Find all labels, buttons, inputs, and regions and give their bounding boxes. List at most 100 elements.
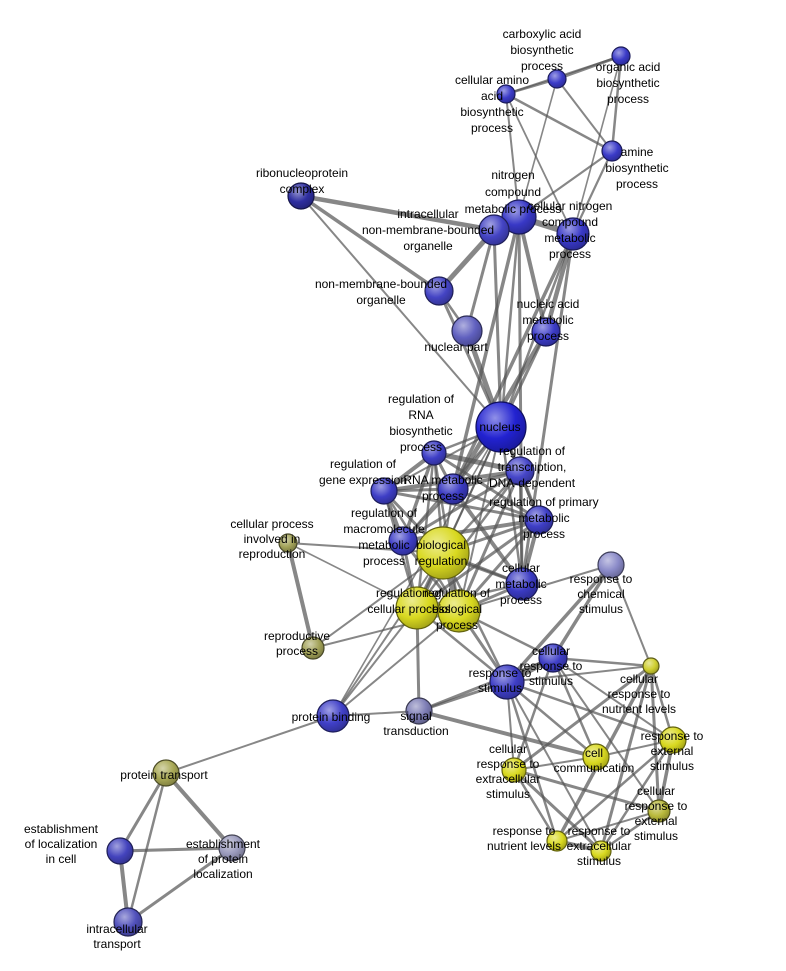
node-biological_regulation[interactable] bbox=[416, 526, 470, 580]
node-cell_communication[interactable] bbox=[582, 743, 610, 771]
node-cellular_response_to_extracellular_stimulus[interactable] bbox=[501, 757, 527, 783]
graph-edge bbox=[610, 564, 652, 667]
graph-edge bbox=[551, 656, 598, 759]
graph-edge bbox=[517, 149, 614, 219]
label-nucleus: nucleus bbox=[479, 420, 520, 434]
graph-edge bbox=[118, 771, 168, 853]
graph-edge bbox=[431, 450, 523, 474]
graph-edge bbox=[555, 738, 675, 843]
graph-edge bbox=[499, 425, 524, 586]
node-protein_binding[interactable] bbox=[316, 699, 350, 733]
node-nucleus[interactable] bbox=[475, 401, 527, 453]
graph-edge bbox=[451, 215, 521, 491]
graph-edge bbox=[505, 680, 598, 759]
node-cellular_metabolic_process[interactable] bbox=[505, 567, 539, 601]
node-regulation_of_primary_metabolic_process[interactable] bbox=[524, 505, 554, 535]
graph-edge bbox=[504, 92, 614, 153]
graph-edge bbox=[506, 665, 652, 683]
node-layer bbox=[106, 46, 687, 937]
graph-edge bbox=[118, 846, 234, 853]
node-regulation_of_transcription_dna_dependent[interactable] bbox=[505, 456, 535, 486]
node-intracellular_non_membrane_bounded_organelle[interactable] bbox=[478, 214, 510, 246]
graph-edge bbox=[451, 232, 575, 491]
graph-edge bbox=[649, 664, 661, 813]
graph-edge bbox=[505, 93, 574, 235]
label-protein_binding: protein binding bbox=[292, 710, 371, 724]
graph-edge bbox=[610, 54, 623, 153]
node-response_to_chemical_stimulus[interactable] bbox=[597, 551, 625, 579]
graph-edge bbox=[512, 768, 559, 843]
node-protein_transport[interactable] bbox=[152, 759, 180, 787]
node-establishment_of_localization_in_cell[interactable] bbox=[106, 837, 134, 865]
graph-edge bbox=[415, 451, 436, 610]
node-cellular_response_to_nutrient_levels[interactable] bbox=[642, 657, 660, 675]
graph-edge bbox=[126, 771, 168, 924]
node-cellular_process_involved_in_reproduction[interactable] bbox=[278, 533, 298, 553]
label-protein_transport: protein transport bbox=[120, 768, 208, 782]
graph-edge bbox=[415, 469, 522, 610]
node-cellular_response_to_external_stimulus[interactable] bbox=[647, 799, 671, 823]
node-organic_acid_biosynthetic_process[interactable] bbox=[611, 46, 631, 66]
graph-edge bbox=[164, 771, 234, 850]
graph-edge bbox=[599, 664, 653, 853]
graph-edge bbox=[382, 489, 541, 522]
node-establishment_of_protein_localization[interactable] bbox=[218, 834, 246, 862]
node-cellular_amino_acid_biosynthetic_process[interactable] bbox=[496, 84, 516, 104]
graph-edge bbox=[126, 846, 234, 924]
node-nuclear_part[interactable] bbox=[451, 315, 483, 347]
graph-edge bbox=[165, 715, 334, 774]
node-cellular_response_to_stimulus[interactable] bbox=[538, 643, 568, 673]
graph-edge bbox=[512, 664, 653, 772]
node-cellular_nitrogen_compound_metabolic_process[interactable] bbox=[556, 217, 590, 251]
node-response_to_stimulus[interactable] bbox=[489, 664, 525, 700]
node-amine_biosynthetic_process[interactable] bbox=[601, 140, 623, 162]
node-regulation_of_rna_biosynthetic_process[interactable] bbox=[421, 440, 447, 466]
node-response_to_extracellular_stimulus[interactable] bbox=[590, 840, 612, 862]
graph-edge bbox=[506, 681, 602, 852]
node-response_to_external_stimulus[interactable] bbox=[659, 726, 687, 754]
graph-edge bbox=[287, 542, 418, 609]
node-response_to_nutrient_levels[interactable] bbox=[546, 830, 568, 852]
graph-edge bbox=[298, 193, 497, 233]
node-signal_transduction[interactable] bbox=[405, 697, 433, 725]
node-intracellular_transport[interactable] bbox=[113, 907, 143, 937]
node-regulation_of_gene_expression[interactable] bbox=[370, 477, 398, 505]
node-ribonucleoprotein_complex[interactable] bbox=[287, 182, 315, 210]
graph-edge bbox=[551, 563, 613, 660]
node-regulation_of_biological_process[interactable] bbox=[437, 589, 481, 633]
node-nucleic_acid_metabolic_process[interactable] bbox=[531, 317, 561, 347]
graph-edge bbox=[512, 768, 661, 813]
graph-edge bbox=[415, 518, 541, 610]
graph-edge bbox=[556, 810, 660, 842]
node-carboxylic_acid_biosynthetic_process[interactable] bbox=[547, 69, 567, 89]
node-regulation_of_macromolecule_metabolic_process[interactable] bbox=[388, 526, 418, 556]
graph-edge bbox=[499, 215, 521, 429]
node-rna_metabolic_process[interactable] bbox=[437, 473, 469, 505]
graph-edge bbox=[517, 215, 548, 334]
graph-edge bbox=[286, 541, 315, 650]
graph-edge bbox=[505, 93, 520, 218]
graph-edge bbox=[599, 738, 675, 853]
node-non_membrane_bounded_organelle[interactable] bbox=[424, 276, 454, 306]
node-reproductive_process[interactable] bbox=[301, 636, 325, 660]
